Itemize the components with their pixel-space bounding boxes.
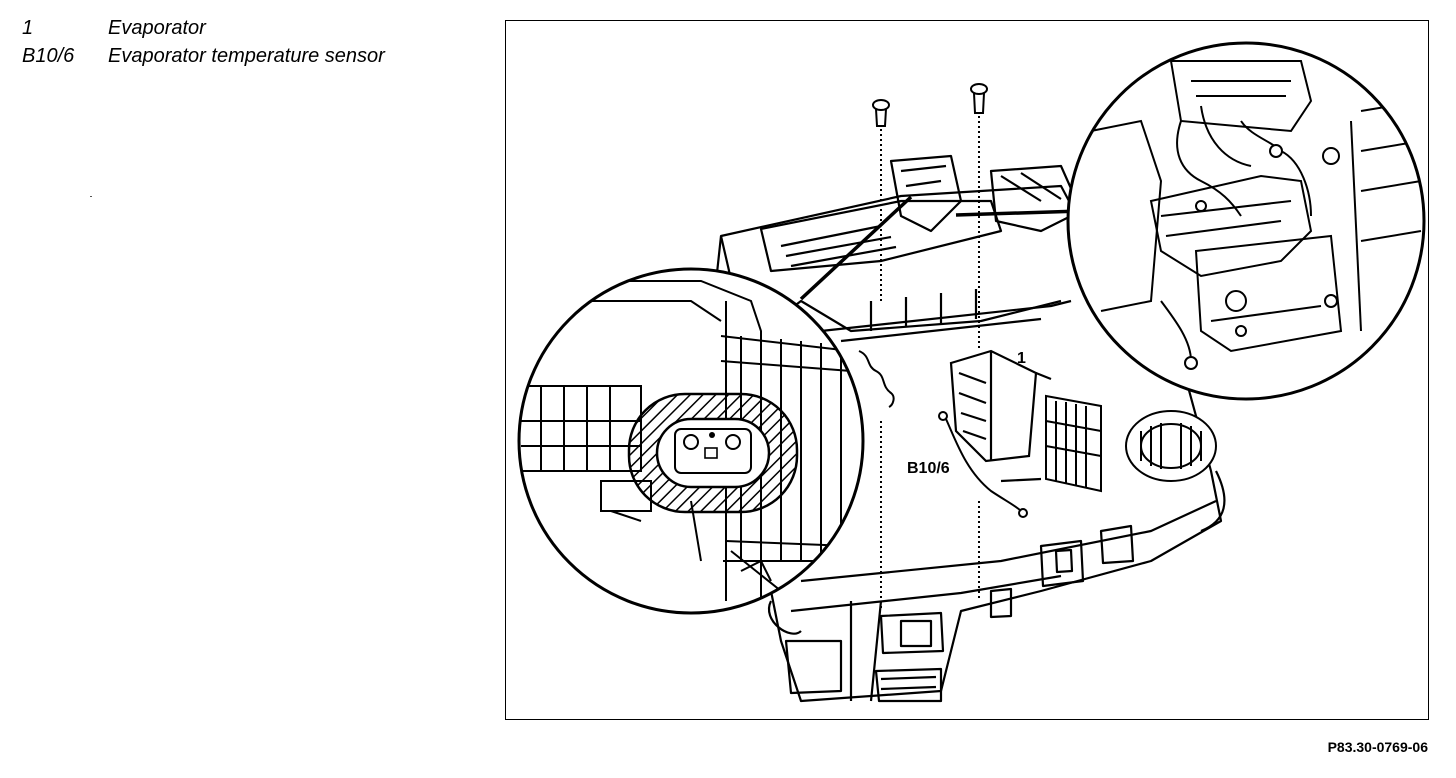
magnifier-left bbox=[519, 269, 863, 613]
legend-text: Evaporator temperature sensor bbox=[108, 45, 385, 67]
blower-wheel bbox=[1125, 410, 1217, 482]
diagram-frame: 1 B10/6 bbox=[505, 20, 1429, 720]
callout-evaporator: 1 bbox=[1017, 350, 1026, 367]
sensor-port-detail bbox=[627, 392, 799, 514]
screw-right bbox=[970, 83, 988, 601]
magnifier-right-ring bbox=[1066, 41, 1426, 401]
callout-sensor: B10/6 bbox=[907, 460, 950, 477]
screw-left bbox=[872, 99, 890, 611]
air-filter bbox=[1045, 394, 1102, 493]
figure-reference: P83.30-0769-06 bbox=[1327, 739, 1428, 755]
legend-row-sensor: B10/6 Evaporator temperature sensor bbox=[22, 42, 385, 70]
hvac-housing-drawing: 1 B10/6 bbox=[517, 41, 1426, 703]
legend-key: B10/6 bbox=[22, 45, 75, 67]
evaporator-core bbox=[949, 349, 1052, 463]
actuator-fasteners bbox=[1184, 144, 1340, 370]
magnifier-right bbox=[1068, 43, 1424, 399]
magnifier-left-ring bbox=[517, 267, 865, 615]
leader-lines bbox=[799, 195, 1082, 301]
legend: 1 Evaporator B10/6 Evaporator temperatur… bbox=[22, 14, 385, 70]
legend-row-evaporator: 1 Evaporator bbox=[22, 14, 385, 42]
legend-key: 1 bbox=[22, 17, 34, 39]
sensor-wire bbox=[938, 411, 1028, 518]
legend-text: Evaporator bbox=[108, 17, 206, 39]
pipe-coil bbox=[858, 350, 895, 408]
housing-body bbox=[699, 154, 1226, 703]
scan-speck bbox=[90, 196, 92, 197]
